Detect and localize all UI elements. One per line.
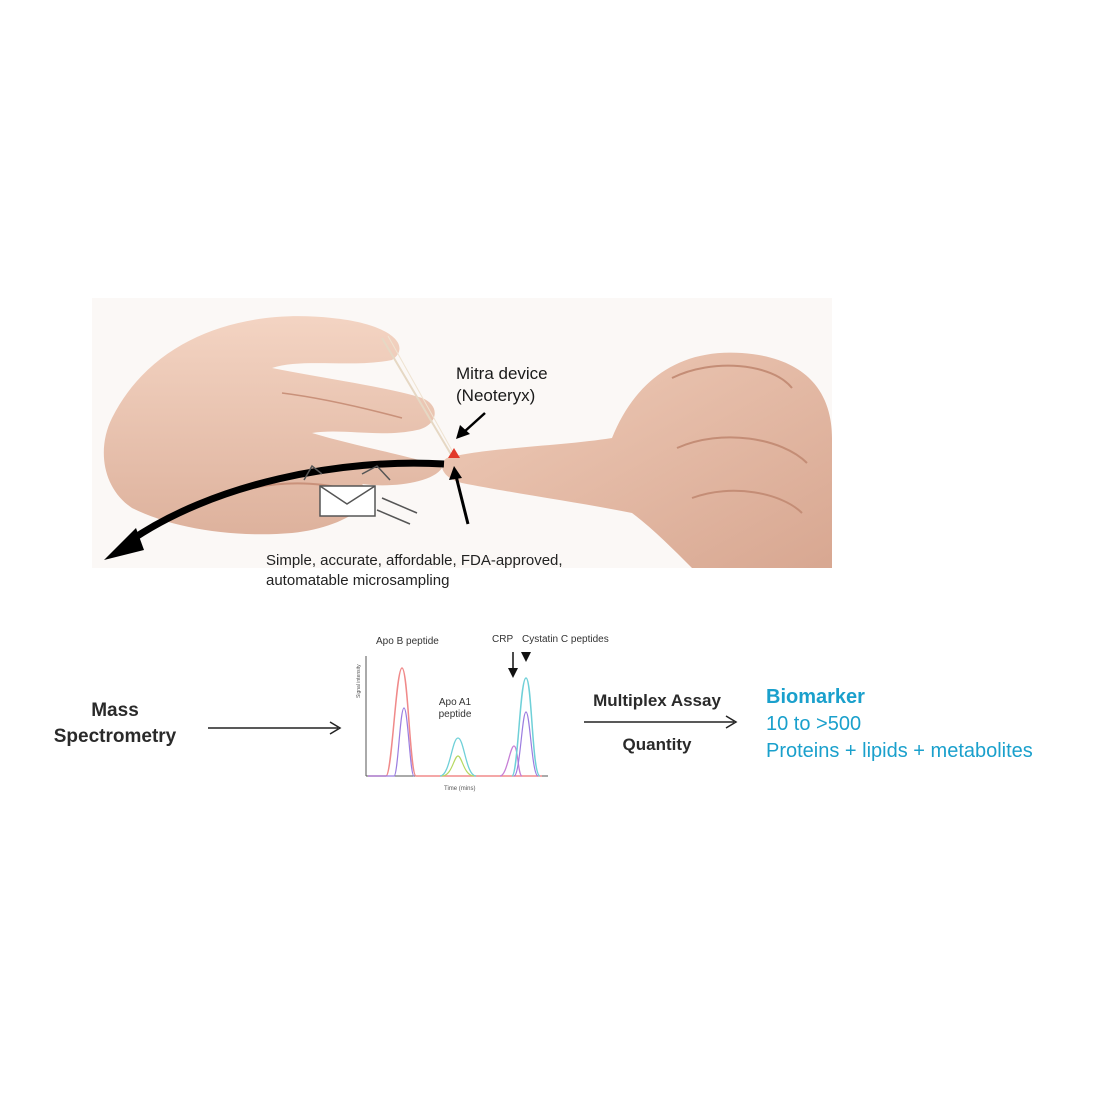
- mitra-device: [381, 335, 460, 458]
- peak-apo-a1-green: [441, 755, 475, 777]
- chromatogram-plot: Signal intensity Time (mins): [356, 652, 548, 792]
- arrow-to-chromatogram: [208, 721, 342, 735]
- biomarker-range: 10 to >500: [766, 713, 862, 735]
- peak-crp: [499, 745, 523, 777]
- mass-spec-line2: Spectrometry: [53, 726, 177, 747]
- biomarker-types: Proteins + lipids + metabolites: [766, 740, 1033, 762]
- cystatin-arrow-head: [521, 652, 531, 662]
- device-label-line2: (Neoteryx): [456, 386, 536, 405]
- chromatogram-x-label: Time (mins): [444, 786, 475, 792]
- biomarker-title: Biomarker: [766, 686, 865, 708]
- device-label: Mitra device (Neoteryx): [456, 363, 548, 407]
- microsampling-caption: Simple, accurate, affordable, FDA-approv…: [266, 551, 563, 591]
- peak-apo-b-purple: [367, 707, 415, 777]
- peak-cystatin-purple: [513, 711, 539, 777]
- quantity-label: Quantity: [622, 735, 692, 754]
- chromatogram-y-label: Signal intensity: [356, 664, 362, 698]
- cystatin-label: Cystatin C peptides: [522, 634, 609, 645]
- multiplex-assay-label: Multiplex Assay: [593, 691, 721, 710]
- right-hand: [442, 352, 832, 568]
- crp-arrow-head: [508, 668, 518, 678]
- mass-spec-line1: Mass: [91, 700, 139, 721]
- peak-apo-a1-cyan: [439, 737, 477, 777]
- caption-line1: Simple, accurate, affordable, FDA-approv…: [266, 552, 563, 569]
- finger-prick-illustration: [92, 298, 832, 568]
- device-label-line1: Mitra device: [456, 364, 548, 383]
- apo-a1-label: Apo A1 peptide: [434, 697, 476, 721]
- sample-flow-arrow: [104, 459, 445, 560]
- mail-envelope-icon: [303, 464, 418, 525]
- biomarker-block: Biomarker 10 to >500 Proteins + lipids +…: [766, 684, 1033, 765]
- crp-label: CRP: [492, 634, 514, 645]
- apo-a1-line2: peptide: [438, 709, 472, 720]
- caption-line2: automatable microsampling: [266, 572, 450, 589]
- peak-cystatin-cyan: [511, 677, 541, 777]
- apo-a1-line1: Apo A1: [438, 697, 472, 708]
- arrow-to-biomarker: [584, 715, 738, 729]
- apo-b-label: Apo B peptide: [376, 636, 439, 647]
- device-pointer-arrows: [449, 412, 486, 525]
- mass-spec-label: Mass Spectrometry: [20, 698, 210, 750]
